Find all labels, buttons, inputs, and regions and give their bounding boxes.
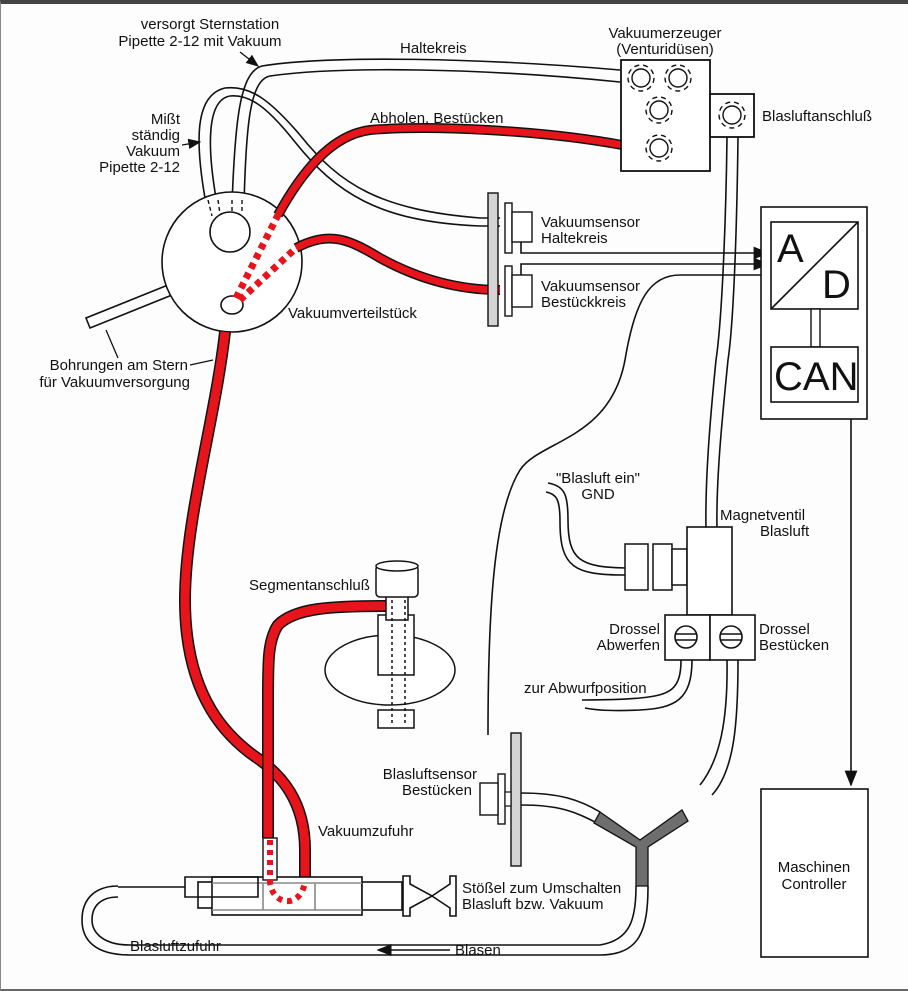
- y-connector: [593, 809, 689, 887]
- label-blow-sensor-1: Blasluftsensor: [383, 766, 477, 783]
- signal-lines-to-ad: [487, 242, 770, 736]
- label-ad-d: D: [822, 263, 851, 307]
- label-vacuum-supply: Vakuumzufuhr: [318, 823, 414, 840]
- label-sensor-best-1: Vakuumsensor: [541, 278, 640, 295]
- solenoid-connector: [624, 543, 649, 591]
- blow-sensor-plate: [510, 732, 522, 867]
- leader-bores: [105, 329, 119, 359]
- star-bore-stub: [84, 284, 173, 330]
- label-bores-1: Bohrungen am Stern: [50, 357, 188, 374]
- blow-air-sensor: [479, 782, 499, 816]
- label-measures-4: Pipette 2-12: [99, 159, 180, 176]
- label-plunger-1: Stößel zum Umschalten: [462, 880, 621, 897]
- label-throttle-place-1: Drossel: [759, 621, 810, 638]
- label-haltekreis: Haltekreis: [400, 40, 467, 57]
- label-vacuum-generator-1: Vakuumerzeuger: [608, 25, 721, 42]
- label-controller-2: Controller: [781, 876, 846, 893]
- throttle-screws: [674, 625, 743, 649]
- blow-air-port: [709, 93, 755, 138]
- signal-cable: [545, 482, 626, 576]
- sensor-mounting-plate: [487, 192, 499, 327]
- label-ad-a: A: [777, 227, 804, 271]
- label-bores-2: für Vakuumversorgung: [39, 374, 190, 391]
- blow-sensor-tube: [520, 792, 601, 823]
- label-sternstation-1: versorgt Sternstation: [141, 16, 279, 33]
- leader-measure: [181, 138, 202, 150]
- label-vacuum-generator-2: (Venturidüsen): [616, 41, 714, 58]
- plunger: [402, 875, 457, 917]
- label-signal-1: "Blasluft ein": [556, 470, 640, 487]
- label-sternstation-2: Pipette 2-12 mit Vakuum: [118, 33, 281, 50]
- distributor-bore-upper: [209, 211, 251, 253]
- vacuum-line-bestueck-sensor: [237, 233, 501, 303]
- label-measures-3: Vakuum: [126, 143, 180, 160]
- label-abholen: Abholen, Bestücken: [370, 110, 503, 127]
- label-throttle-drop-2: Abwerfen: [597, 637, 660, 654]
- label-plunger-2: Blasluft bzw. Vakuum: [462, 896, 603, 913]
- label-segment: Segmentanschluß: [249, 577, 370, 594]
- drop-position-tube: [581, 659, 693, 712]
- label-solenoid-2: Blasluft: [760, 523, 810, 540]
- label-sensor-halte-2: Haltekreis: [541, 230, 608, 247]
- segment-connector: [324, 560, 456, 729]
- vacuum-distributor: [161, 191, 303, 333]
- vacuum-line-main: [178, 331, 311, 880]
- vacuum-sensor-bestueckkreis: [511, 274, 533, 308]
- label-controller-1: Maschinen: [778, 859, 851, 876]
- distributor-bore-lower: [220, 295, 244, 315]
- vacuum-line-abholen: [232, 123, 623, 300]
- label-blow-air-port: Blasluftanschluß: [762, 108, 872, 125]
- label-measures-1: Mißt: [151, 111, 181, 128]
- throttle-place: [709, 614, 756, 661]
- vacuum-sensor-haltekreis: [511, 211, 533, 243]
- vacuum-line-segment: [262, 600, 389, 838]
- leader-sternstation: [239, 51, 260, 67]
- labels: versorgt Sternstation Pipette 2-12 mit V…: [39, 16, 872, 959]
- solenoid-valve: [686, 526, 733, 616]
- label-throttle-place-2: Bestücken: [759, 637, 829, 654]
- label-blow-supply: Blasluftzufuhr: [130, 938, 221, 955]
- label-distributor: Vakuumverteilstück: [288, 305, 417, 322]
- can-interface: [770, 346, 859, 403]
- switching-valve: [118, 876, 403, 916]
- machine-controller: [760, 788, 869, 958]
- haltekreis-tube: [231, 58, 621, 206]
- leader-bores-2: [189, 359, 214, 366]
- label-throttle-drop-1: Drossel: [609, 621, 660, 638]
- blow-return-tube: [81, 885, 649, 956]
- label-sensor-halte-1: Vakuumsensor: [541, 214, 640, 231]
- label-to-drop: zur Abwurfposition: [524, 680, 647, 697]
- placement-tube: [699, 659, 739, 796]
- label-sensor-best-2: Bestückkreis: [541, 294, 626, 311]
- blow-air-tube: [705, 136, 739, 531]
- vacuum-path-inside-valve: [267, 840, 308, 905]
- label-blow-sensor-2: Bestücken: [402, 782, 472, 799]
- venturi-nozzles: [627, 64, 692, 162]
- label-can: CAN: [774, 355, 858, 399]
- label-solenoid-1: Magnetventil: [720, 507, 805, 524]
- throttle-drop: [664, 614, 711, 661]
- label-blow: Blasen: [455, 942, 501, 959]
- distributor-internal-bores: [207, 199, 243, 217]
- measure-tube: [198, 86, 500, 227]
- label-measures-2: ständig: [132, 127, 180, 144]
- label-signal-2: GND: [581, 486, 615, 503]
